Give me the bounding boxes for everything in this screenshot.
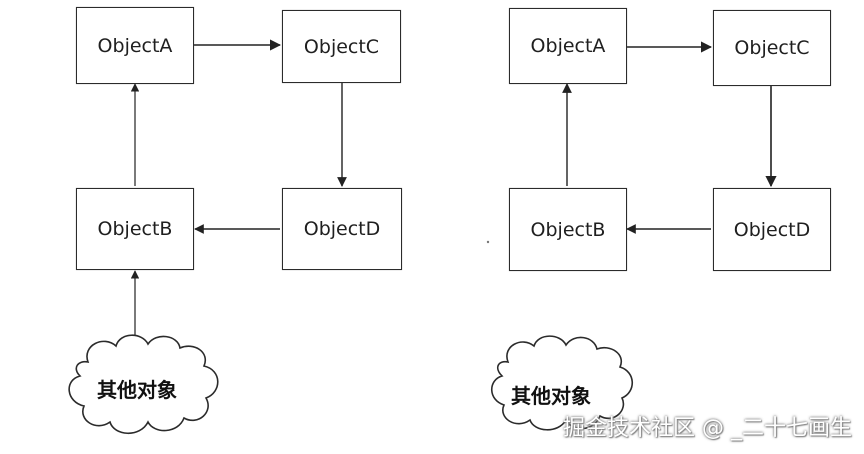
left-cloud-label: 其他对象 [97,378,177,402]
right-node-object-d: ObjectD [713,188,831,271]
left-node-object-c: ObjectC [282,10,401,83]
right-cloud-label: 其他对象 [511,384,591,408]
right-node-object-c: ObjectC [713,10,831,86]
right-node-object-b: ObjectB [509,188,627,271]
scan-speck [486,240,490,244]
left-cloud-shape [68,334,219,435]
right-cloud-shape [490,335,634,431]
right-node-object-a: ObjectA [509,8,627,84]
left-node-object-b: ObjectB [76,188,194,270]
watermark-text: 掘金技术社区 @ _二十七画生 [563,416,852,441]
left-node-object-a: ObjectA [76,7,194,84]
left-node-object-d: ObjectD [282,188,402,270]
